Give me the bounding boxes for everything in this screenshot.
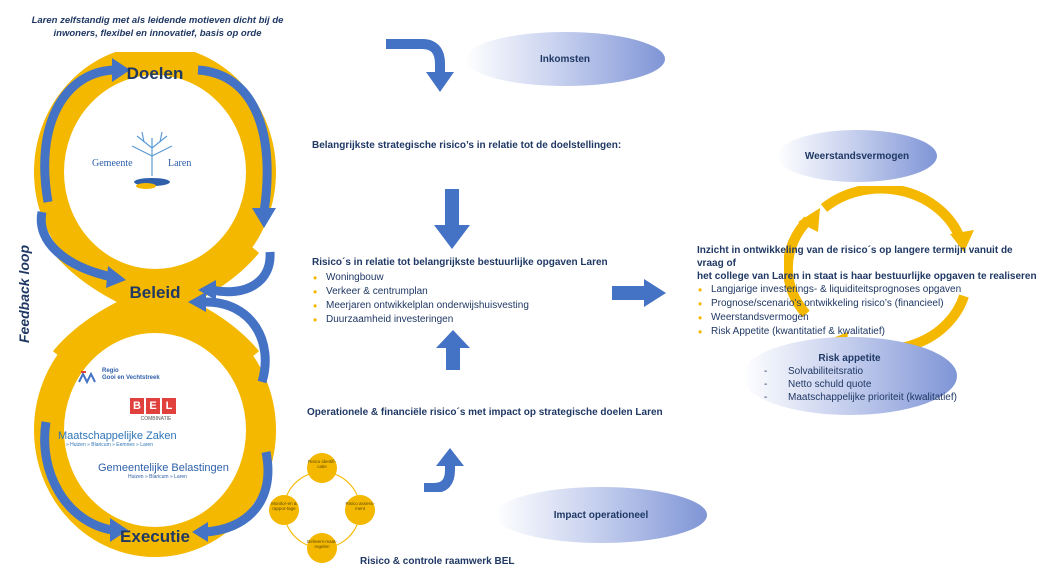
up-arrow (436, 330, 470, 370)
list-item: Netto schuld quote (760, 378, 957, 391)
list-item: Solvabiliteitsratio (760, 365, 957, 378)
bel-sub: COMBINATIE (140, 416, 172, 422)
strategic-title: Belangrijkste strategische risico’s in r… (312, 140, 622, 151)
impact-operationeel-ellipse: Impact operationeel (495, 487, 707, 543)
cycle-label-beheersmaatregelen: Beheers-maat-regelen (307, 539, 337, 549)
list-item: Weerstandsvermogen (697, 311, 1042, 325)
risk-appetite-list: Solvabiliteitsratio Netto schuld quote M… (760, 365, 957, 404)
executie-label: Executie (120, 527, 190, 546)
inzicht-block: Inzicht in ontwikkeling van de risico´s … (697, 244, 1042, 339)
cycle-label-identificatie: Risico identifi-catie (307, 459, 336, 469)
doelen-label: Doelen (126, 64, 184, 83)
infinity-loop-graphic (34, 52, 276, 557)
curved-arrow-top (386, 39, 454, 92)
cycle-label-assessment: Risico assess-ment (345, 501, 375, 511)
down-arrow (434, 189, 470, 249)
mz-sub: » Huizen » Blaricum » Eemnes » Laren (66, 442, 153, 448)
laren-text: Laren (168, 158, 192, 169)
cycle-label-monitoren: Monitor-en & rappor-tage (271, 501, 297, 511)
cycle-diagram (269, 453, 375, 563)
list-item: Meerjaren ontwikkelplan onderwijshuisves… (312, 299, 632, 313)
list-item: Duurzaamheid investeringen (312, 313, 632, 327)
cycle-node-monitoren (269, 495, 299, 525)
risk-appetite-ellipse: Risk appetite Solvabiliteitsratio Netto … (742, 337, 957, 415)
risk-appetite-title: Risk appetite (818, 353, 881, 364)
bestuurlijk-title: Risico´s in relatie tot belangrijkste be… (312, 257, 608, 268)
mz-title: Maatschappelijke Zaken (58, 430, 177, 442)
gb-title: Gemeentelijke Belastingen (98, 462, 229, 474)
right-arrow (612, 279, 666, 307)
tree-icon (131, 131, 173, 189)
bel-letter-e: E (146, 398, 160, 414)
list-item: Risk Appetite (kwantitatief & kwalitatie… (697, 325, 1042, 339)
weerstandsvermogen-ellipse: Weerstandsvermogen (777, 130, 937, 182)
regio-wave-icon (78, 371, 96, 385)
inzicht-line2: het college van Laren in staat is haar b… (697, 271, 1037, 282)
regio-line1: Regio (102, 368, 119, 374)
gb-sub: Huizen » Blaricum » Laren (128, 474, 187, 480)
bel-letter-b: B (130, 398, 144, 414)
operationeel-title: Operationele & financiële risico´s met i… (307, 407, 663, 418)
bestuurlijk-block: Risico´s in relatie tot belangrijkste be… (312, 257, 632, 327)
intro-text: Laren zelfstandig met als leidende motie… (31, 15, 284, 39)
cycle-node-beheersmaatregelen (307, 533, 337, 563)
cycle-node-assessment (345, 495, 375, 525)
bel-letter-l: L (162, 398, 176, 414)
beleid-label: Beleid (129, 283, 181, 302)
list-item: Maatschappelijke prioriteit (kwalitatief… (760, 391, 957, 404)
maatschappelijke-zaken-logo: Maatschappelijke Zaken » Huizen » Blaric… (58, 430, 208, 454)
regio-logo: Regio Gooi en Vechtstreek (78, 368, 188, 390)
list-item: Verkeer & centrumplan (312, 285, 632, 299)
gemeentelijke-belastingen-logo: Gemeentelijke Belastingen Huizen » Blari… (98, 462, 258, 486)
inzicht-list: Langjarige investerings- & liquiditeitsp… (697, 283, 1042, 339)
regio-line2: Gooi en Vechtstreek (102, 375, 160, 381)
gemeente-text: Gemeente (92, 158, 133, 169)
gemeente-laren-logo: Gemeente Laren (92, 128, 212, 198)
curved-arrow-bottom (424, 448, 464, 492)
bestuurlijk-list: Woningbouw Verkeer & centrumplan Meerjar… (312, 271, 632, 327)
cycle-caption: Risico & controle raamwerk BEL (360, 556, 515, 567)
list-item: Langjarige investerings- & liquiditeitsp… (697, 283, 1042, 297)
cycle-node-identificatie (307, 453, 337, 483)
bel-logo: B E L COMBINATIE (130, 398, 182, 424)
list-item: Prognose/scenario’s ontwikkeling risico’… (697, 297, 1042, 311)
inzicht-line1: Inzicht in ontwikkeling van de risico´s … (697, 245, 1013, 269)
list-item: Woningbouw (312, 271, 632, 285)
inkomsten-ellipse: Inkomsten (465, 32, 665, 86)
